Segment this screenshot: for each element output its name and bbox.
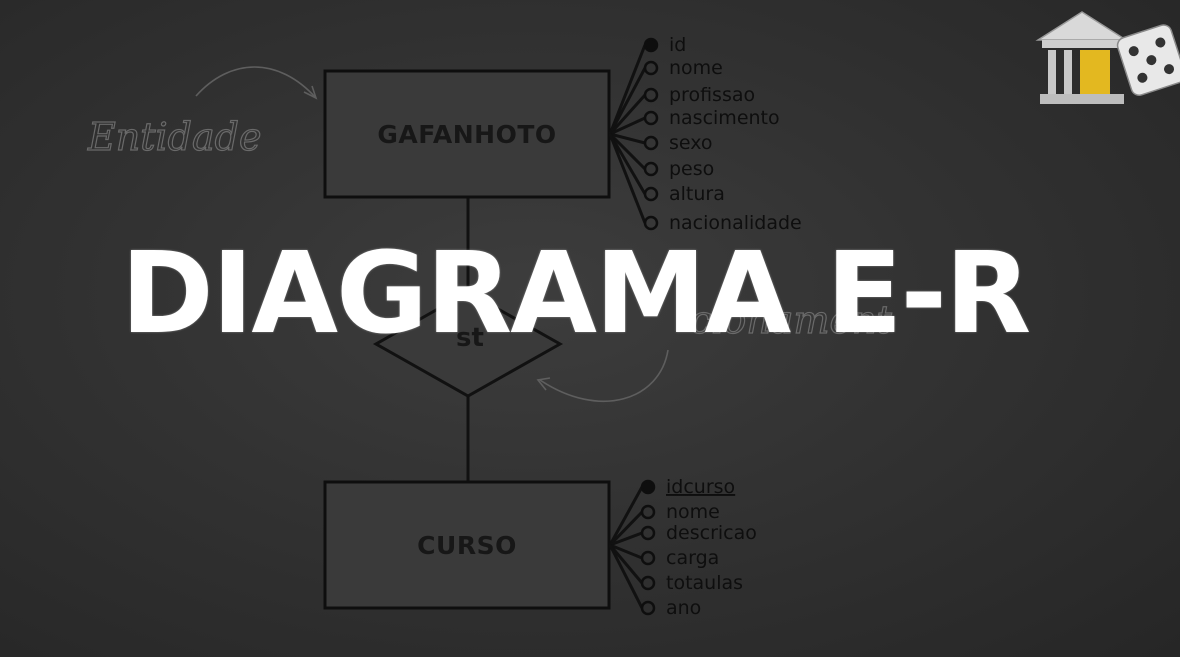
primary-key-marker: [640, 479, 656, 495]
attribute-marker: [643, 135, 659, 151]
attribute-connector: [608, 93, 647, 136]
attribute-connector: [609, 531, 643, 547]
entity-annotation: Entidade: [87, 115, 261, 159]
attribute-marker: [640, 575, 656, 591]
relationship-name: st: [456, 323, 484, 353]
entity-name-gafanhoto: GAFANHOTO: [377, 120, 556, 149]
entity-annotation-arrow: [195, 66, 317, 99]
attribute-marker: [643, 215, 659, 231]
relationship-annotation: cionament: [690, 298, 892, 342]
attribute-marker: [643, 60, 659, 76]
entity-box-curso: [323, 480, 611, 610]
channel-logo: [1035, 11, 1180, 104]
attribute-connector: [608, 67, 647, 135]
attribute-label: nome: [669, 57, 723, 79]
attribute-connector: [608, 544, 644, 584]
attribute-label: profissao: [669, 84, 755, 106]
overlay-title: DIAGRAMA E-R: [120, 229, 1032, 359]
attribute-label: nascimento: [669, 107, 780, 129]
attribute-label: ano: [666, 597, 701, 619]
attribute-marker: [643, 161, 659, 177]
attribute-connector: [608, 544, 644, 609]
attribute-label: idcurso: [666, 476, 735, 498]
attribute-marker: [643, 110, 659, 126]
attribute-marker: [643, 87, 659, 103]
entity-name-curso: CURSO: [417, 531, 517, 560]
attribute-label: nacionalidade: [669, 212, 802, 234]
attribute-label: altura: [669, 183, 725, 205]
attribute-connector: [608, 44, 647, 135]
attribute-connector: [608, 133, 647, 224]
entity-box-gafanhoto: [323, 69, 611, 199]
attribute-connector: [608, 132, 647, 171]
attribute-connector: [608, 486, 644, 546]
attribute-label: totaulas: [666, 572, 743, 594]
attribute-connector: [608, 510, 644, 547]
attribute-label: descricao: [666, 522, 757, 544]
attribute-connector: [609, 132, 646, 145]
relationship-annotation-arrowhead: [536, 377, 551, 391]
attribute-marker: [640, 525, 656, 541]
attribute-label: peso: [669, 158, 714, 180]
attribute-marker: [640, 600, 656, 616]
attribute-label: sexo: [669, 132, 713, 154]
primary-key-marker: [643, 37, 659, 53]
attribute-connector: [609, 116, 646, 136]
attribute-marker: [643, 186, 659, 202]
relationship-annotation-arrow: [539, 349, 669, 403]
attribute-marker: [640, 504, 656, 520]
attribute-label: nome: [666, 501, 720, 523]
entity-annotation-arrowhead: [303, 85, 318, 100]
attribute-connector: [608, 133, 647, 195]
bank-building-icon: [1035, 11, 1129, 104]
attribute-marker: [640, 550, 656, 566]
attribute-label: id: [669, 34, 686, 56]
attribute-label: carga: [666, 547, 719, 569]
relationship-diamond: [372, 290, 564, 398]
dice-icon: [1116, 24, 1180, 96]
attribute-connector: [609, 543, 643, 560]
